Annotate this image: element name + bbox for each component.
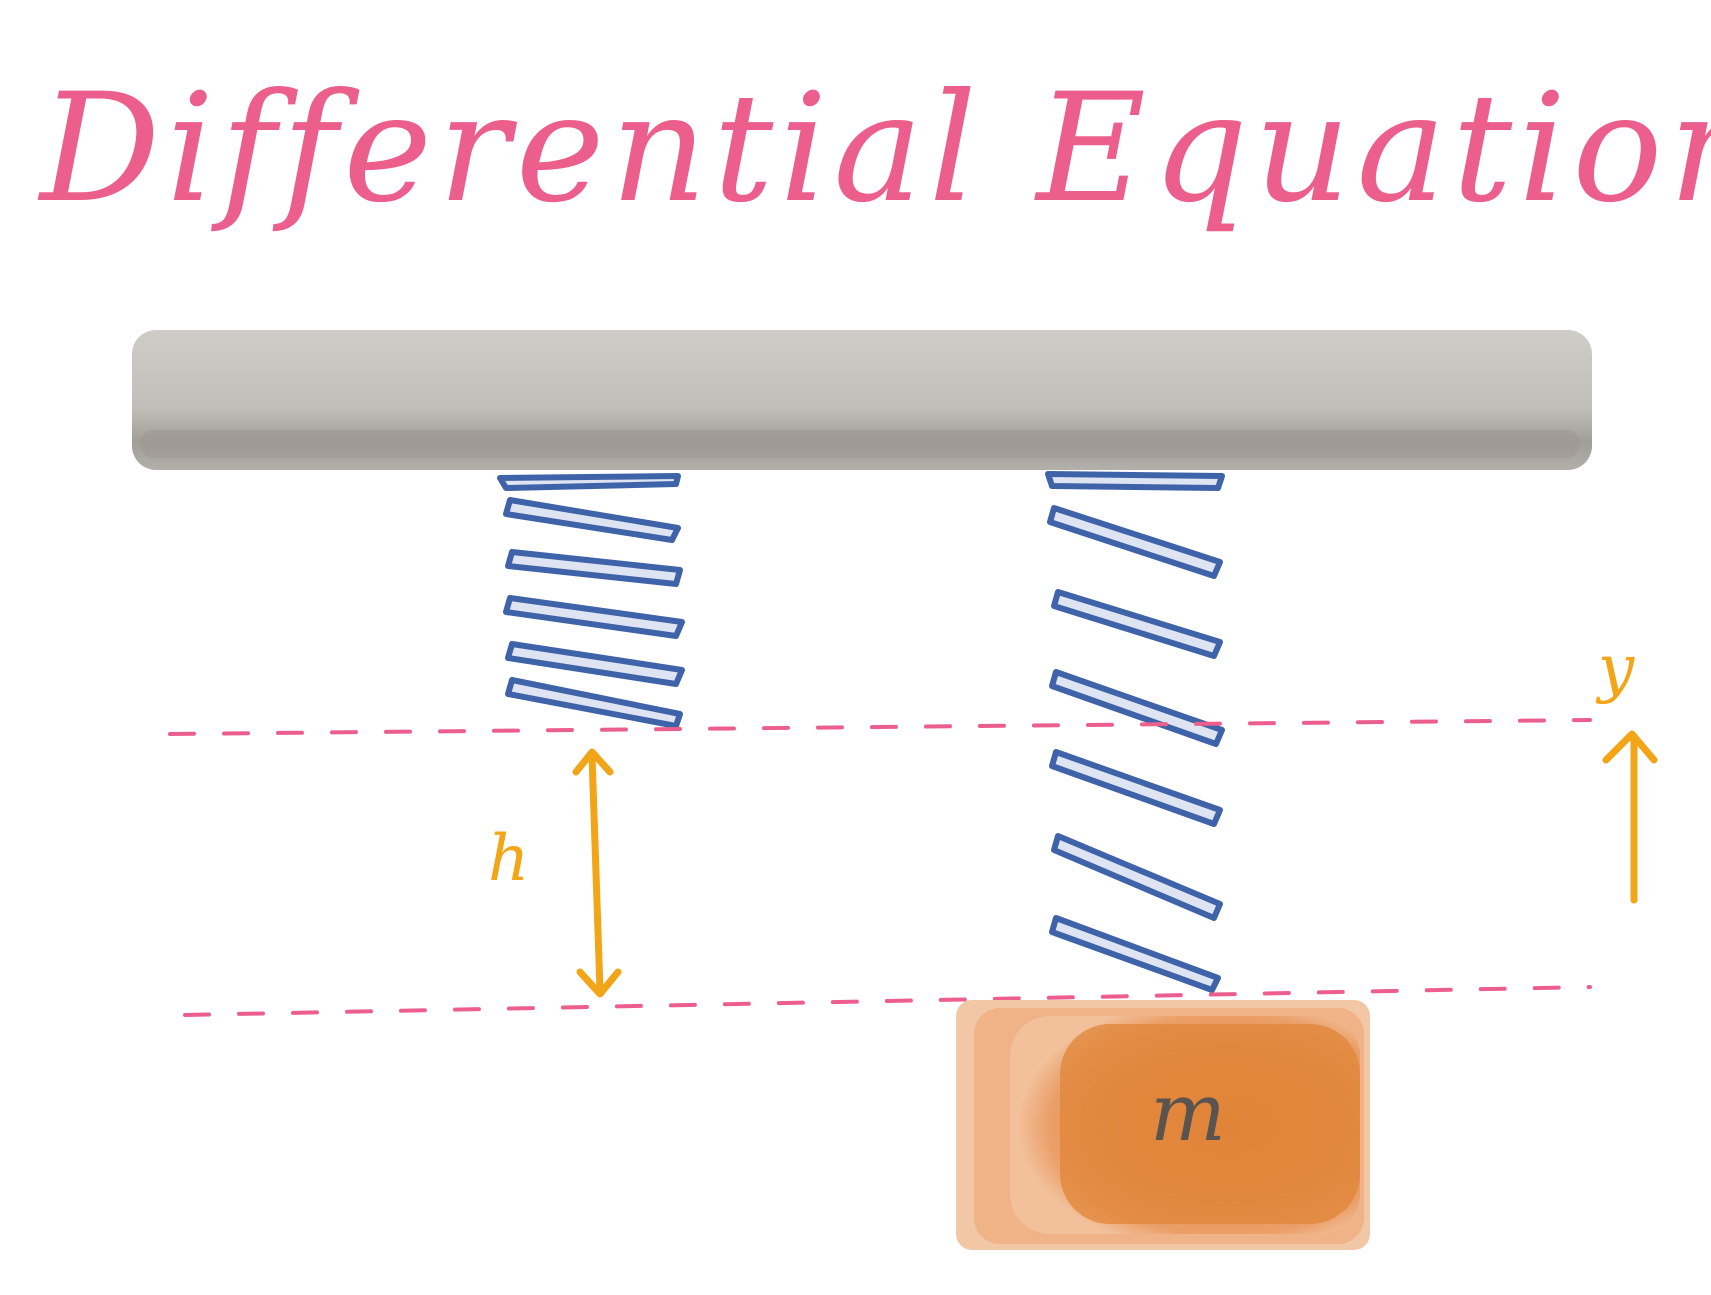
y-label: y: [1595, 632, 1635, 706]
diagram-title: Differential Equations: [37, 62, 1711, 236]
mass-label: m: [1150, 1066, 1226, 1159]
y-arrow: [1602, 730, 1658, 904]
h-double-arrow: [572, 748, 622, 998]
unloaded-spring: [497, 473, 685, 729]
loaded-spring: [1045, 471, 1225, 993]
equilibrium-line-top: [168, 718, 1592, 736]
ceiling-bar-shadow: [140, 430, 1580, 458]
mass-block: [956, 1000, 1370, 1250]
h-label: h: [488, 822, 529, 896]
reference-lines: [168, 718, 1592, 1017]
equilibrium-line-bottom: [183, 985, 1592, 1017]
